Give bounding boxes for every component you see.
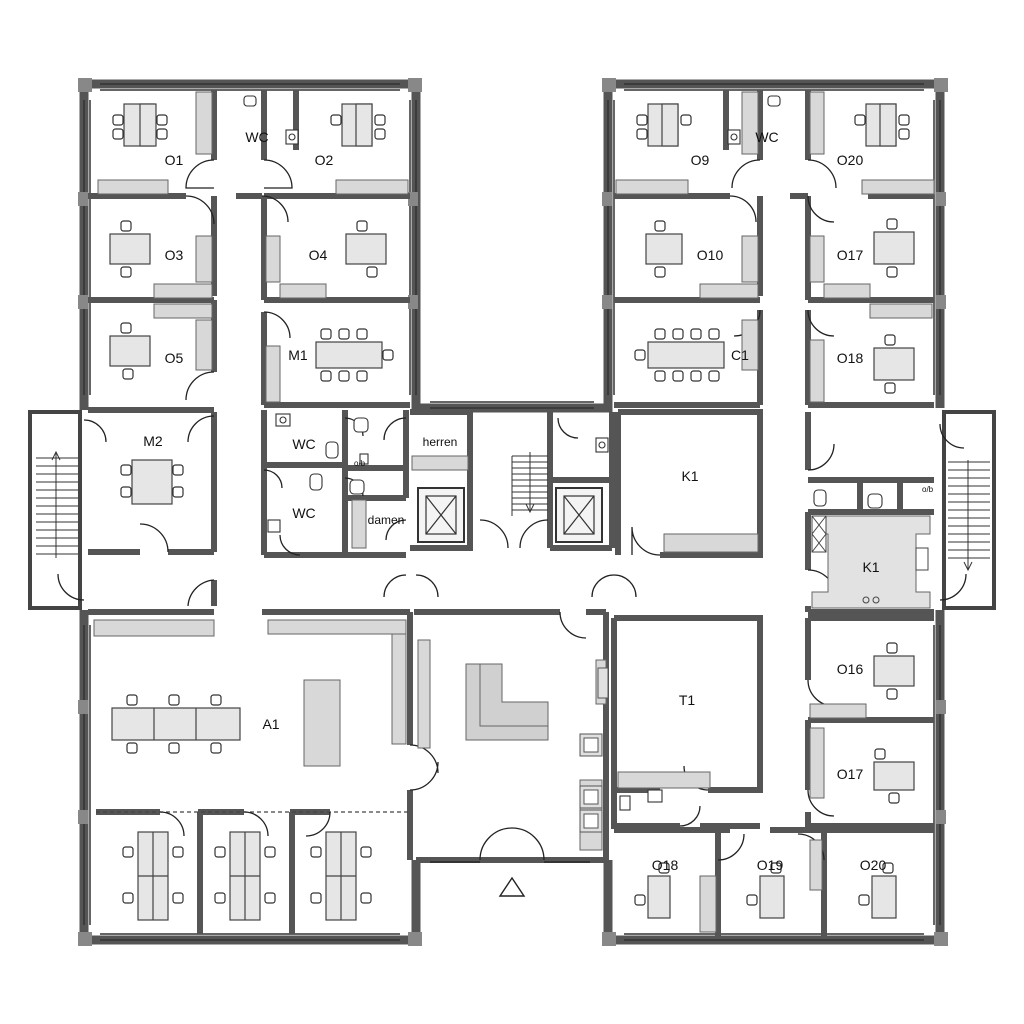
label-wc-nw: WC <box>245 129 268 145</box>
label-o17-low: O17 <box>837 766 864 782</box>
label-wc-ne: WC <box>755 129 778 145</box>
label-k1-east: K1 <box>862 559 879 575</box>
desks <box>109 103 915 921</box>
label-o18-low: O18 <box>652 857 679 873</box>
fixture-mark-west: o/b <box>354 459 366 468</box>
label-o9: O9 <box>691 152 710 168</box>
label-damen: damen <box>368 513 405 527</box>
entrance-arrow <box>498 876 526 897</box>
kitchen-counter <box>811 515 931 609</box>
label-herren: herren <box>423 435 458 449</box>
label-a1: A1 <box>262 716 279 732</box>
label-o18-top: O18 <box>837 350 864 366</box>
label-wc-mid1: WC <box>292 436 315 452</box>
label-o2: O2 <box>315 152 334 168</box>
lounge-sofa <box>465 663 549 741</box>
elevators <box>417 487 603 543</box>
corner-piers <box>78 78 948 946</box>
sanitary-fixtures <box>243 95 883 811</box>
label-o19: O19 <box>757 857 784 873</box>
chairs <box>112 114 910 906</box>
label-c1: C1 <box>731 347 749 363</box>
door-swings <box>57 159 967 863</box>
label-o5: O5 <box>165 350 184 366</box>
window-frames <box>83 83 941 941</box>
label-o4: O4 <box>309 247 328 263</box>
label-o20-top: O20 <box>837 152 864 168</box>
label-m2: M2 <box>143 433 163 449</box>
label-t1: T1 <box>679 692 696 708</box>
label-o16: O16 <box>837 661 864 677</box>
label-o10: O10 <box>697 247 724 263</box>
west-stair <box>28 410 82 610</box>
label-k1-center: K1 <box>681 468 698 484</box>
interior-walls <box>88 90 934 936</box>
armchairs <box>579 667 609 833</box>
label-o3: O3 <box>165 247 184 263</box>
room-labels: O1 WC O2 O9 WC O20 O3 O4 O10 O17 O5 M1 C… <box>143 129 886 873</box>
label-m1: M1 <box>288 347 308 363</box>
fixture-mark: o/b <box>922 485 934 494</box>
built-in-furniture <box>93 91 935 933</box>
label-o1: O1 <box>165 152 184 168</box>
east-stair <box>942 410 996 610</box>
label-o17-top: O17 <box>837 247 864 263</box>
core-stair <box>511 452 548 516</box>
label-wc-mid2: WC <box>292 505 315 521</box>
label-o20-low: O20 <box>860 857 887 873</box>
